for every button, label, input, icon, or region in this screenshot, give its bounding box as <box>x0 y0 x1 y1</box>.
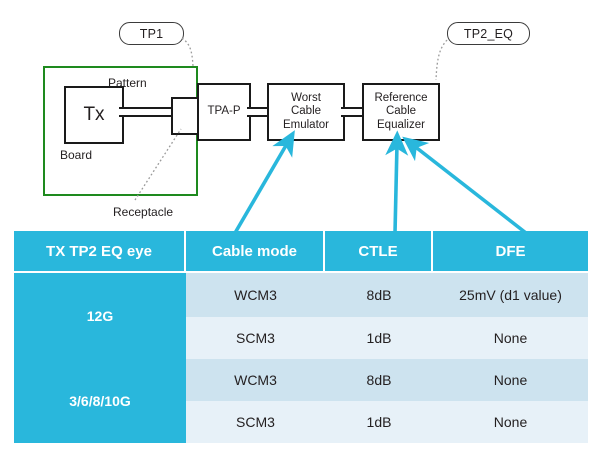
receptacle-label: Receptacle <box>113 205 174 219</box>
rail-tpap-to-wce <box>247 107 268 117</box>
board-label: Board <box>60 148 93 162</box>
cell-cable-mode: SCM3 <box>186 401 325 443</box>
cell-ctle: 8dB <box>325 359 433 401</box>
block-worst-cable-emulator: Worst Cable Emulator <box>267 83 345 141</box>
block-rce-line-1: Reference <box>374 91 428 104</box>
cell-dfe: None <box>433 359 588 401</box>
cell-ctle: 8dB <box>325 273 433 317</box>
table-row: 12G WCM3 8dB 25mV (d1 value) <box>14 273 588 359</box>
table-header-tx-tp2-eq-eye: TX TP2 EQ eye <box>14 231 186 273</box>
block-rce-line-3: Equalizer <box>377 118 425 131</box>
rail-wce-to-rce <box>341 107 363 117</box>
table-header-row: TX TP2 EQ eye Cable mode CTLE DFE <box>14 231 588 273</box>
cell-cable-mode: SCM3 <box>186 317 325 359</box>
cell-dfe: None <box>433 317 588 359</box>
block-wce-line-3: Emulator <box>282 118 330 131</box>
block-rce-line-2: Cable <box>385 105 417 118</box>
block-tpa-p: TPA-P <box>197 83 251 141</box>
table-header-ctle: CTLE <box>325 231 433 273</box>
table-header-dfe: DFE <box>433 231 588 273</box>
block-tpa-p-label: TPA-P <box>207 105 241 118</box>
block-wce-line-2: Cable <box>290 105 322 118</box>
cell-dfe: 25mV (d1 value) <box>433 273 588 317</box>
cell-dfe: None <box>433 401 588 443</box>
table-row: SCM3 1dB None <box>14 401 588 443</box>
cell-ctle: 1dB <box>325 401 433 443</box>
cell-ctle: 1dB <box>325 317 433 359</box>
table-row: SCM3 1dB None <box>14 317 588 359</box>
cell-cable-mode: WCM3 <box>186 273 325 317</box>
block-wce-line-1: Worst <box>291 91 321 104</box>
test-setup-diagram: TP1 TP2_EQ Board Pattern Receptacle Tx T… <box>43 22 530 219</box>
row-group-label-12g: 12G <box>14 273 186 359</box>
callout-tp1-label: TP1 <box>139 26 164 41</box>
table-row: 3/6/8/10G WCM3 8dB None <box>14 359 588 443</box>
block-tx: Tx <box>64 86 124 144</box>
cell-cable-mode: WCM3 <box>186 359 325 401</box>
block-reference-cable-equalizer: Reference Cable Equalizer <box>362 83 440 141</box>
block-receptacle <box>171 97 199 135</box>
tx-tp2-eq-settings-table: TX TP2 EQ eye Cable mode CTLE DFE 12G WC… <box>14 231 588 443</box>
row-group-label-3-6-8-10g: 3/6/8/10G <box>14 359 186 443</box>
rail-tx-to-receptacle <box>119 107 172 117</box>
table-header-cable-mode: Cable mode <box>186 231 325 273</box>
callout-tp2-eq-label: TP2_EQ <box>463 26 514 41</box>
callout-tp1: TP1 <box>119 22 184 45</box>
callout-tp2-eq: TP2_EQ <box>447 22 530 45</box>
block-tx-label: Tx <box>83 104 105 126</box>
